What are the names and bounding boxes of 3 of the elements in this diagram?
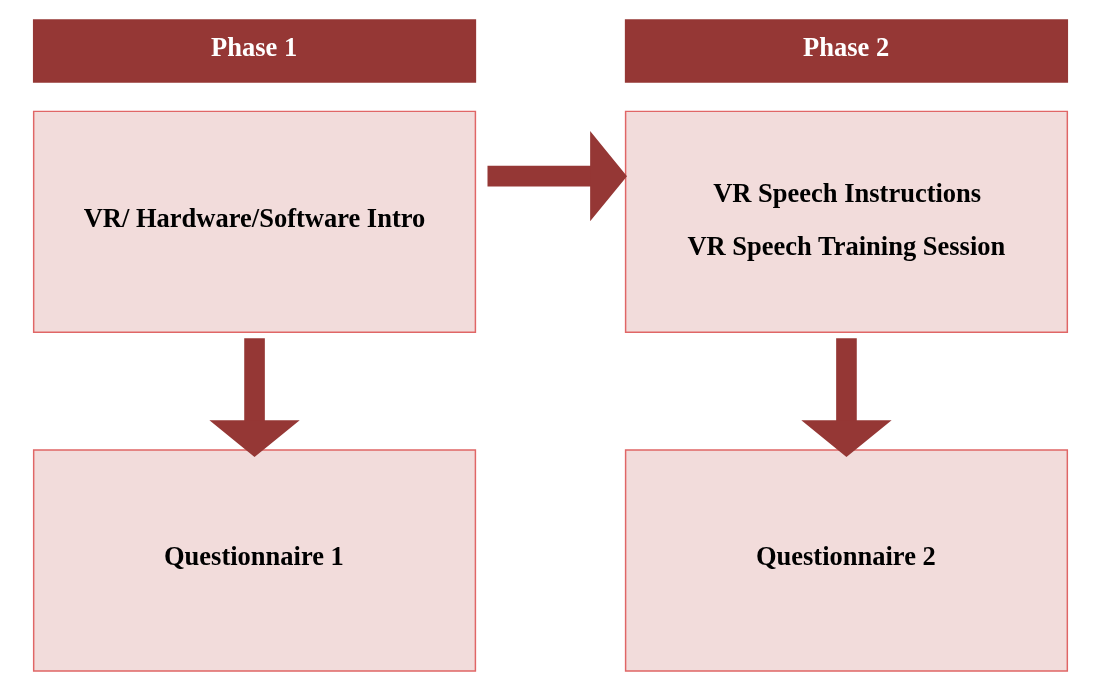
- arrow: [208, 338, 300, 458]
- arrow: [800, 338, 892, 458]
- arrow: [487, 131, 627, 222]
